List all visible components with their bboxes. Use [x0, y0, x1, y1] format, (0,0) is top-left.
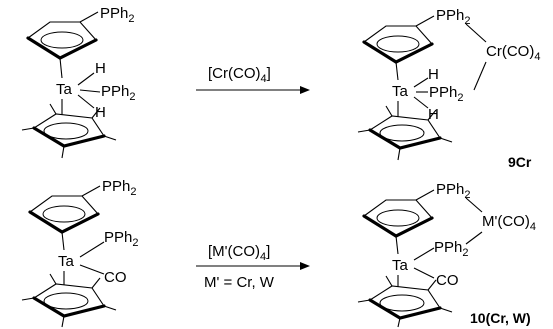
- hydride-bottom-label: H: [95, 104, 106, 121]
- reaction-arrow-2: [M'(CO)4] M' = Cr, W: [196, 243, 310, 291]
- upper-cp-ring: [362, 15, 435, 64]
- cp-substituent-label: PPh2: [100, 5, 134, 25]
- compound-label: 10(Cr, W): [470, 310, 531, 326]
- reactant-2: PPh2 Ta PPh2 CO: [21, 178, 138, 328]
- condition-label: M' = Cr, W: [204, 274, 275, 291]
- cp-substituent-label: PPh2: [436, 7, 470, 27]
- lower-cp-star-ring: [21, 273, 117, 328]
- cp-substituent-label: PPh2: [436, 181, 470, 201]
- upper-cp-ring: [26, 11, 99, 60]
- hydride-bottom-label: H: [428, 106, 439, 123]
- hydride-top-label: H: [95, 60, 106, 77]
- lower-cp-star-ring: [21, 103, 117, 159]
- metal-label: Ta: [58, 253, 75, 270]
- metal-label: Ta: [392, 257, 409, 274]
- carbonyl-metal-label: Cr(CO)4: [486, 43, 540, 63]
- reactant-1: PPh2 Ta H PPh2 H: [21, 5, 135, 159]
- reaction-arrow-1: [Cr(CO)4]: [196, 65, 310, 94]
- metal-label: Ta: [392, 83, 409, 100]
- hydride-top-label: H: [428, 66, 439, 83]
- carbonyl-metal-label: M'(CO)4: [482, 213, 536, 233]
- carbonyl-label: CO: [104, 269, 127, 286]
- carbonyl-label: CO: [436, 272, 459, 289]
- lower-cp-star-ring: [357, 105, 453, 161]
- metal-label: Ta: [56, 81, 73, 98]
- phosphide-label: PPh2: [429, 84, 463, 104]
- phosphide-label: PPh2: [434, 239, 468, 259]
- upper-cp-ring: [362, 189, 435, 238]
- compound-label: 9Cr: [508, 154, 532, 170]
- reagent-1-label: [Cr(CO)4]: [208, 65, 271, 85]
- product-9cr: PPh2 Cr(CO)4 Ta H PPh2 H 9Cr: [357, 7, 540, 170]
- lower-cp-star-ring: [357, 275, 453, 328]
- phosphide-label: PPh2: [104, 229, 138, 249]
- upper-cp-ring: [28, 185, 101, 234]
- cp-substituent-label: PPh2: [102, 178, 136, 198]
- reagent-2-label: [M'(CO)4]: [208, 243, 270, 263]
- product-10: PPh2 M'(CO)4 PPh2 Ta CO 10(Cr, W): [357, 181, 536, 328]
- phosphide-label: PPh2: [101, 83, 135, 103]
